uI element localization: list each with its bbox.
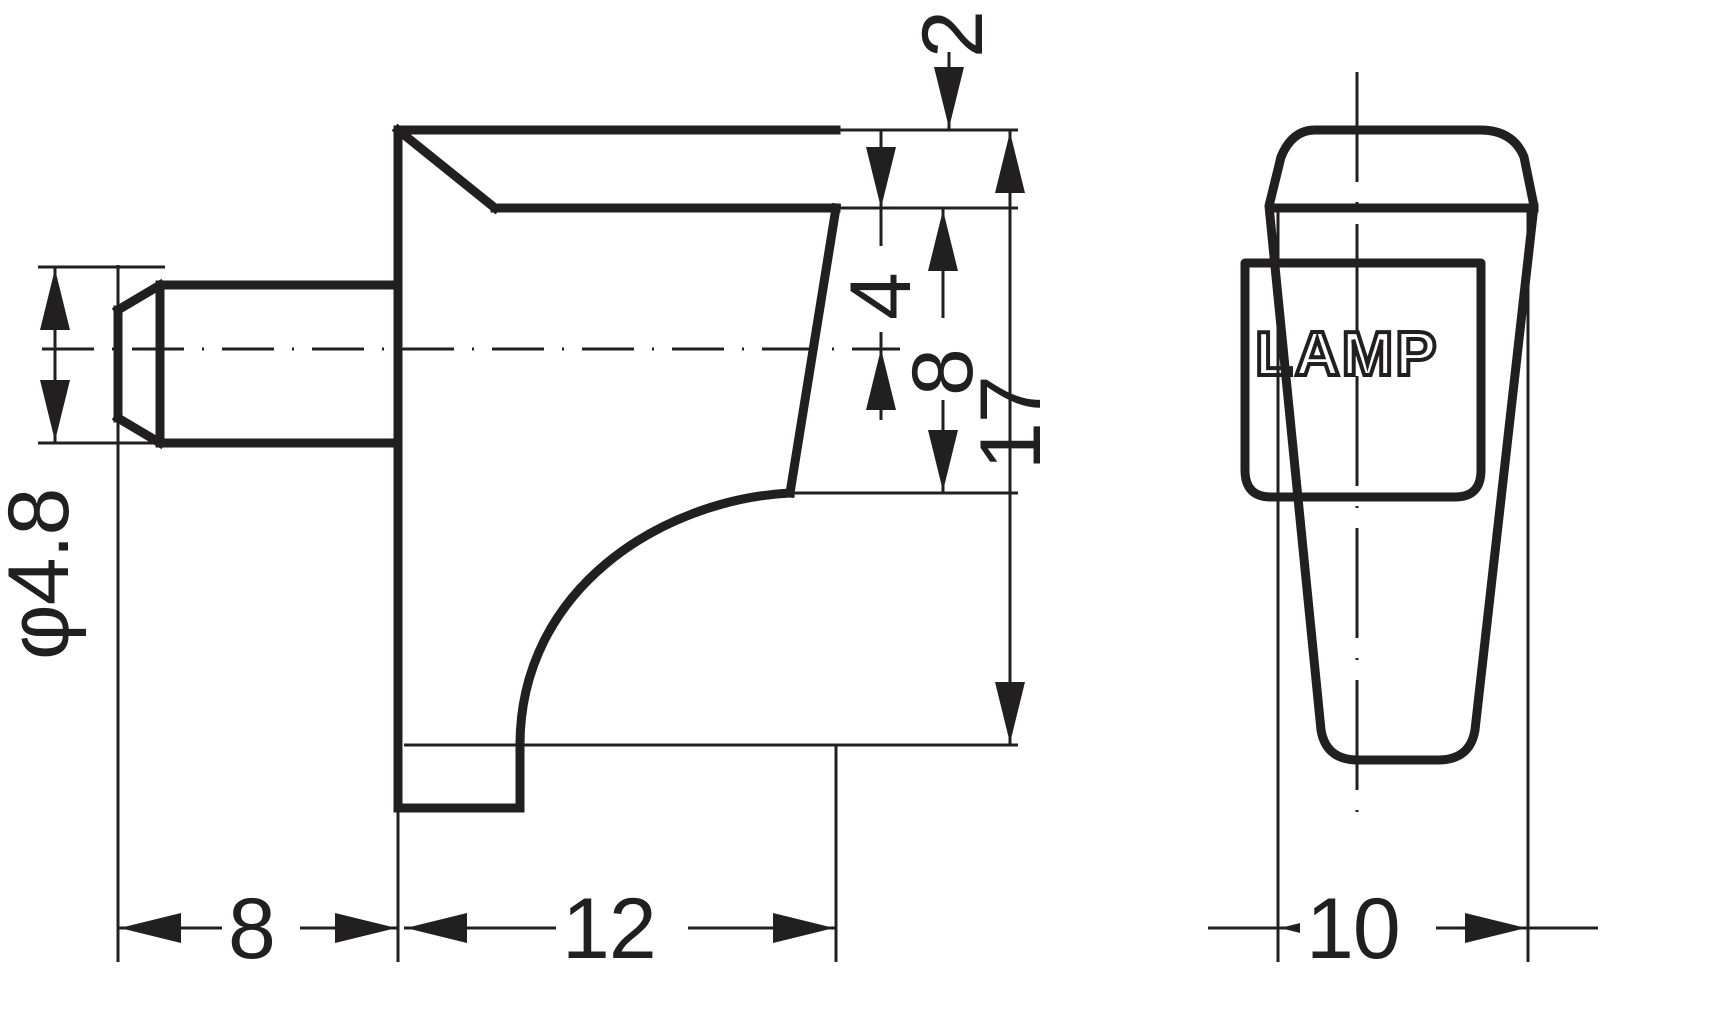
side-view-geometry [111, 123, 842, 813]
dim-label-bg-8 [222, 880, 300, 976]
dimension-top-chamfer-2: 2 [905, 11, 1001, 130]
arrow-17-down [995, 682, 1025, 743]
dim-label-shaft-length-8: 8 [228, 881, 275, 977]
dim-label-upper-offset-4: 4 [833, 273, 929, 320]
front-view-logo-plate [1240, 258, 1486, 502]
dimension-upper-offset-4: 4 [833, 130, 929, 420]
arrow-17-up [995, 132, 1025, 193]
arrow-8v-down [928, 430, 958, 491]
dimension-diameter-4-8: φ4.8 [0, 267, 87, 660]
arrow-4-up [866, 349, 896, 410]
arrow-4-down [866, 147, 896, 208]
body-top-chamfer [391, 123, 502, 215]
arrow-12-left [406, 913, 467, 943]
dim-label-body-length-12: 12 [562, 881, 656, 977]
arrow-8-left [120, 913, 181, 943]
front-view-geometry [1240, 125, 1539, 765]
dimension-shaft-length-8: 8 [118, 880, 398, 977]
dim-label-top-chamfer-2: 2 [905, 11, 1001, 58]
shaft-chamfer-bottom [111, 411, 167, 450]
arrow-8-right [335, 913, 396, 943]
lamp-logo-text: LAMP [1255, 320, 1439, 389]
arrow-2-down [934, 67, 964, 128]
extension-lines-front-view [1276, 208, 1530, 962]
dimension-front-width-10: 10 [1208, 880, 1598, 977]
dim-label-bg-10 [1300, 880, 1436, 976]
arrow-phi48-down [40, 380, 70, 441]
dim-label-front-width-10: 10 [1306, 881, 1400, 977]
dimension-body-length-12: 12 [404, 880, 836, 977]
dim-label-diameter-4-8: φ4.8 [0, 489, 87, 660]
arrow-12-right [773, 913, 834, 943]
arrow-phi48-up [40, 269, 70, 330]
dim-label-total-height-17: 17 [963, 376, 1059, 470]
dim-label-mid-height-8: 8 [895, 349, 991, 396]
body-underside-fillet [515, 488, 795, 750]
dim-label-bg-12 [556, 880, 688, 976]
front-view-outline [1264, 125, 1539, 765]
dim-label-bg-8v [900, 318, 986, 400]
dim-label-bg-4 [840, 246, 922, 332]
dimension-mid-height-8: 8 [895, 208, 991, 493]
arrow-8v-up [928, 210, 958, 271]
shaft-chamfer-top [111, 278, 167, 317]
dimension-total-height-17: 17 [963, 130, 1059, 745]
arrow-10-right [1465, 913, 1526, 943]
body-taper-flank [784, 202, 842, 499]
